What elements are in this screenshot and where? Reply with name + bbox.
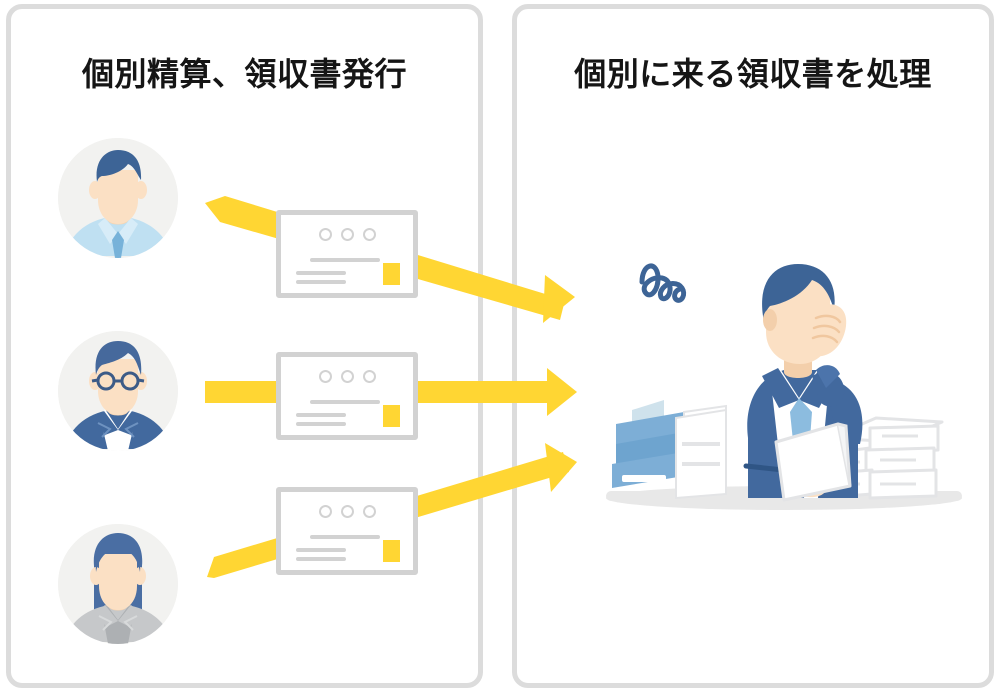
circle-icon bbox=[340, 228, 354, 241]
circle-icon bbox=[362, 370, 376, 383]
circle-icon bbox=[340, 370, 354, 383]
circle-icon bbox=[362, 505, 376, 518]
receipt-dots bbox=[281, 370, 413, 383]
receipt-text-line bbox=[296, 557, 346, 561]
receipt-stamp-icon bbox=[383, 540, 400, 562]
panel-right: 個別に来る領収書を処理 bbox=[512, 4, 994, 688]
panel-left-title: 個別精算、領収書発行 bbox=[81, 56, 407, 92]
receipt-stamp-icon bbox=[383, 263, 400, 285]
receipt-dots bbox=[281, 228, 413, 241]
circle-icon bbox=[318, 370, 332, 383]
receipt-text-line bbox=[296, 422, 346, 426]
receipt-card-3 bbox=[276, 487, 418, 575]
circle-icon bbox=[318, 228, 332, 241]
receipt-dots bbox=[281, 505, 413, 518]
receipt-text-line bbox=[296, 413, 346, 417]
avatar-employee-3 bbox=[58, 524, 178, 644]
invoice-sheet bbox=[774, 422, 852, 502]
avatar-employee-1 bbox=[58, 138, 178, 258]
panel-right-title: 個別に来る領収書を処理 bbox=[574, 56, 932, 92]
receipt-text-line bbox=[296, 271, 346, 275]
circle-icon bbox=[340, 505, 354, 518]
receipt-card-1 bbox=[276, 210, 418, 298]
stress-scribble-icon bbox=[639, 263, 687, 303]
receipt-text-line bbox=[310, 258, 380, 262]
circle-icon bbox=[362, 228, 376, 241]
avatar-employee-2 bbox=[58, 331, 178, 451]
hand-on-forehead bbox=[807, 304, 847, 357]
receipt-stamp-icon bbox=[383, 405, 400, 427]
circle-icon bbox=[318, 505, 332, 518]
receipt-text-line bbox=[296, 280, 346, 284]
receipt-text-line bbox=[296, 548, 346, 552]
receipt-text-line bbox=[310, 400, 380, 404]
document-stack-left bbox=[612, 400, 727, 500]
overwhelmed-accountant-illustration bbox=[598, 248, 964, 514]
receipt-text-line bbox=[310, 535, 380, 539]
receipt-card-2 bbox=[276, 352, 418, 440]
